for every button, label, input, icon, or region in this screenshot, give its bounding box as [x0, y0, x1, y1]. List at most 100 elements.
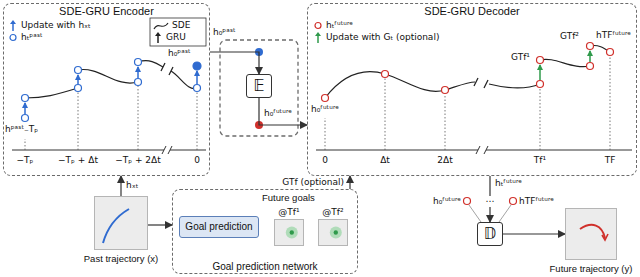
decoder-box: 𝔻 — [477, 222, 503, 246]
goal-point — [334, 230, 338, 234]
connector — [349, 176, 350, 189]
sde-path — [25, 61, 197, 98]
trajectory-art — [319, 220, 347, 245]
goal-glow — [286, 227, 298, 239]
legend-sample — [313, 32, 323, 43]
state-circle — [135, 79, 142, 86]
annotation: 0 — [194, 155, 200, 166]
state-circle — [75, 67, 82, 74]
panel-caption: @Tf² — [322, 207, 343, 218]
time-axis — [316, 146, 632, 154]
trajectory-square — [565, 208, 617, 260]
state-circle — [587, 43, 594, 50]
update-arrow — [539, 65, 541, 80]
curve-break — [161, 63, 165, 71]
panel-caption: Past trajectory (x) — [84, 253, 158, 264]
legend-text: hₜᵖᵃˢᵗ — [21, 32, 43, 43]
goal-panel: @Tf¹ — [272, 207, 306, 249]
trajectory-art — [95, 197, 147, 249]
state-circle — [442, 87, 449, 94]
legend-box — [150, 18, 206, 46]
annotation: hᵖᵃˢᵗ₋Tₚ — [5, 124, 38, 135]
trajectory-head — [602, 234, 608, 240]
final-state — [193, 62, 201, 70]
trajectory-panel: Future trajectory (y) — [548, 208, 635, 275]
annotation: TF — [605, 155, 616, 166]
annotation: Δt — [380, 155, 390, 166]
tick-line — [385, 78, 386, 150]
annotation: ⋯ — [485, 196, 496, 207]
sample-curve — [154, 23, 168, 29]
legend-sample — [153, 32, 163, 43]
annotation: hTFᶠᵘᵗᵘʳᵉ — [519, 196, 554, 207]
frame-title: SDE-GRU Decoder — [424, 5, 519, 18]
state-circle — [22, 95, 29, 102]
legend-sample — [8, 32, 18, 43]
sample-head — [10, 20, 16, 24]
annotation: Future goals — [262, 192, 315, 203]
panel-caption: Future trajectory (y) — [550, 263, 633, 274]
sde-curve — [489, 84, 540, 88]
hidden-states — [22, 59, 202, 122]
sde-curve — [325, 72, 475, 98]
trajectory-square — [318, 219, 348, 246]
legend-item: Update with hₓₜ — [8, 20, 91, 31]
state-circle — [464, 198, 471, 205]
sde-curve — [540, 59, 590, 66]
goal-panel: @Tf² — [316, 207, 350, 249]
tick-line — [445, 94, 446, 150]
annotation: 0 — [322, 155, 328, 166]
edge-label: hₓₜ — [125, 180, 139, 191]
goal-updates — [540, 51, 590, 80]
connector — [120, 176, 121, 196]
decoder-frame: SDE-GRU Decoder — [307, 3, 637, 176]
legend-text: hₜᶠᵘᵗᵘʳᵉ — [326, 20, 353, 31]
tick-line — [25, 139, 26, 150]
annotation: h₀ᵖᵃˢᵗ — [168, 48, 191, 59]
trajectory-art — [566, 209, 616, 259]
tick-line — [325, 118, 326, 150]
merge-line — [469, 205, 481, 222]
tick-line — [540, 88, 541, 150]
goal-glow — [330, 227, 342, 239]
update-arrow — [77, 75, 79, 84]
annotation: −Tₚ + 2Δt — [115, 155, 161, 166]
curve-break — [474, 78, 478, 86]
box-label: 𝔼 — [254, 79, 265, 94]
state-circle — [537, 81, 544, 88]
connector — [259, 98, 307, 125]
update-arrow — [24, 103, 26, 114]
annotation: GTf² — [560, 31, 579, 42]
edge-label: h₀ᵖᵃˢᵗ — [212, 27, 237, 38]
box-label: 𝔻 — [484, 227, 496, 242]
gru-updates — [25, 67, 197, 114]
panel-caption: @Tf¹ — [278, 207, 299, 218]
mapping-box: 𝔼 — [246, 74, 272, 98]
tick-line — [610, 56, 611, 150]
annotation: hTFᶠᵘᵗᵘʳᵉ — [596, 30, 631, 41]
axis-break — [162, 146, 166, 154]
state-circle — [510, 198, 517, 205]
sde-curve — [171, 71, 197, 89]
state-circle — [537, 57, 544, 64]
goal-point — [290, 230, 294, 234]
state-circle — [22, 115, 29, 122]
sample-head — [155, 32, 161, 36]
legend-text: Update with Gₜ (optional) — [326, 32, 439, 43]
sde-curve — [78, 70, 138, 84]
trajectory-art — [275, 220, 303, 245]
legend-text: SDE — [172, 20, 190, 31]
state-circle — [607, 49, 614, 56]
sample-arrow — [12, 23, 14, 31]
annotation: h₀ᶠᵘᵗᵘʳᵉ — [311, 104, 339, 115]
legend-item: Update with Gₜ (optional) — [313, 32, 439, 43]
sde-curve — [25, 88, 78, 98]
sample-arrow — [317, 35, 319, 43]
tick-line — [138, 86, 139, 150]
time-ticks — [325, 56, 610, 150]
box-label: Goal prediction — [185, 222, 252, 232]
legend-sample — [313, 20, 323, 31]
legend-item: GRU — [153, 32, 186, 43]
sample-circle — [10, 35, 16, 41]
